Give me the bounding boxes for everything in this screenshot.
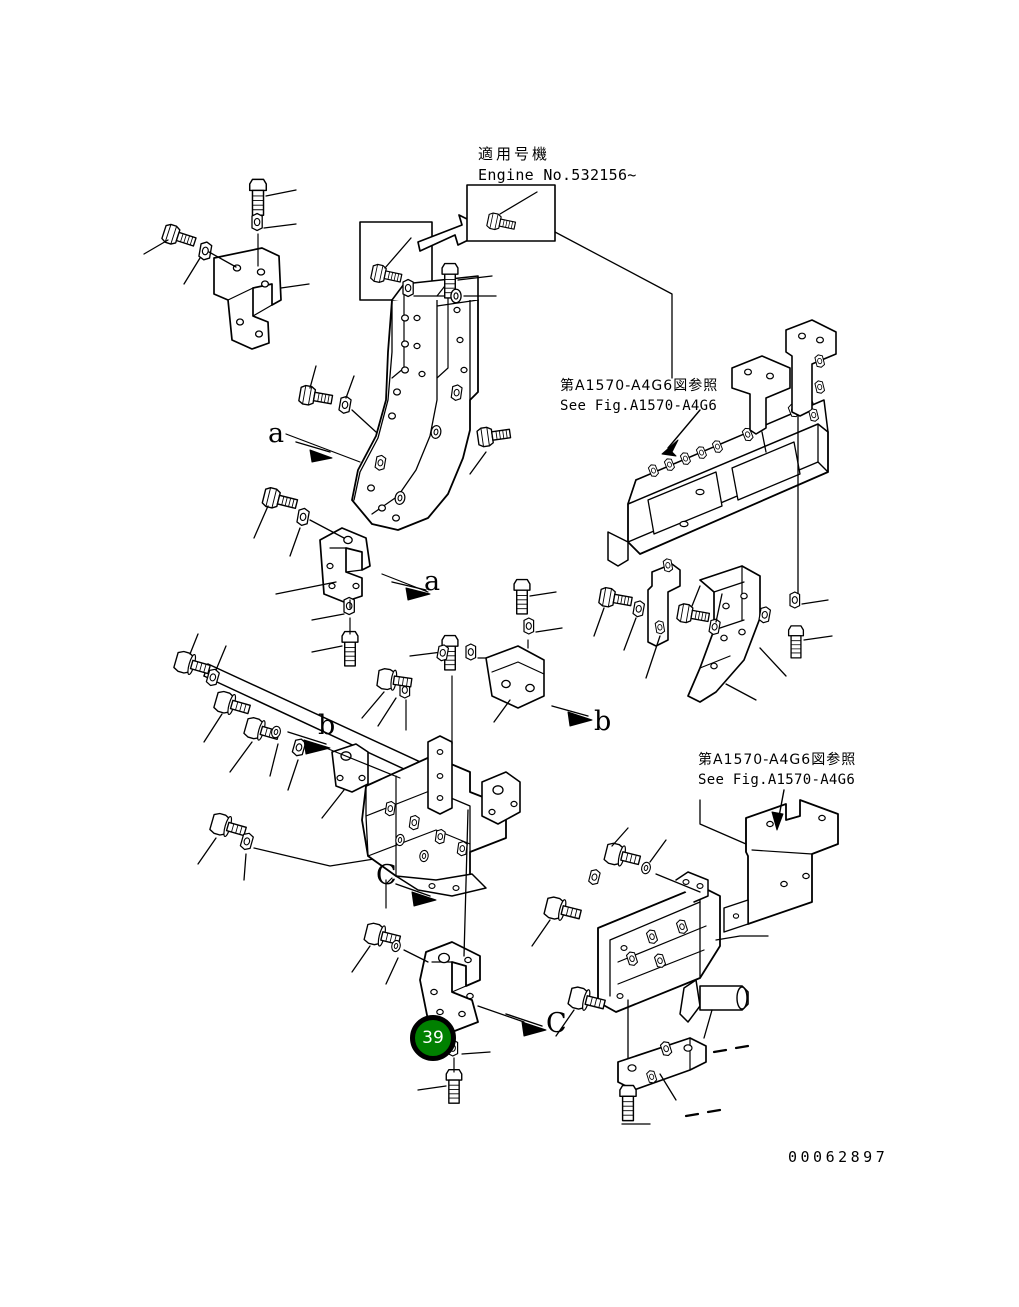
part-callout-39[interactable]: 39 [410,1015,456,1061]
part-callout-39-label: 39 [422,1028,444,1048]
